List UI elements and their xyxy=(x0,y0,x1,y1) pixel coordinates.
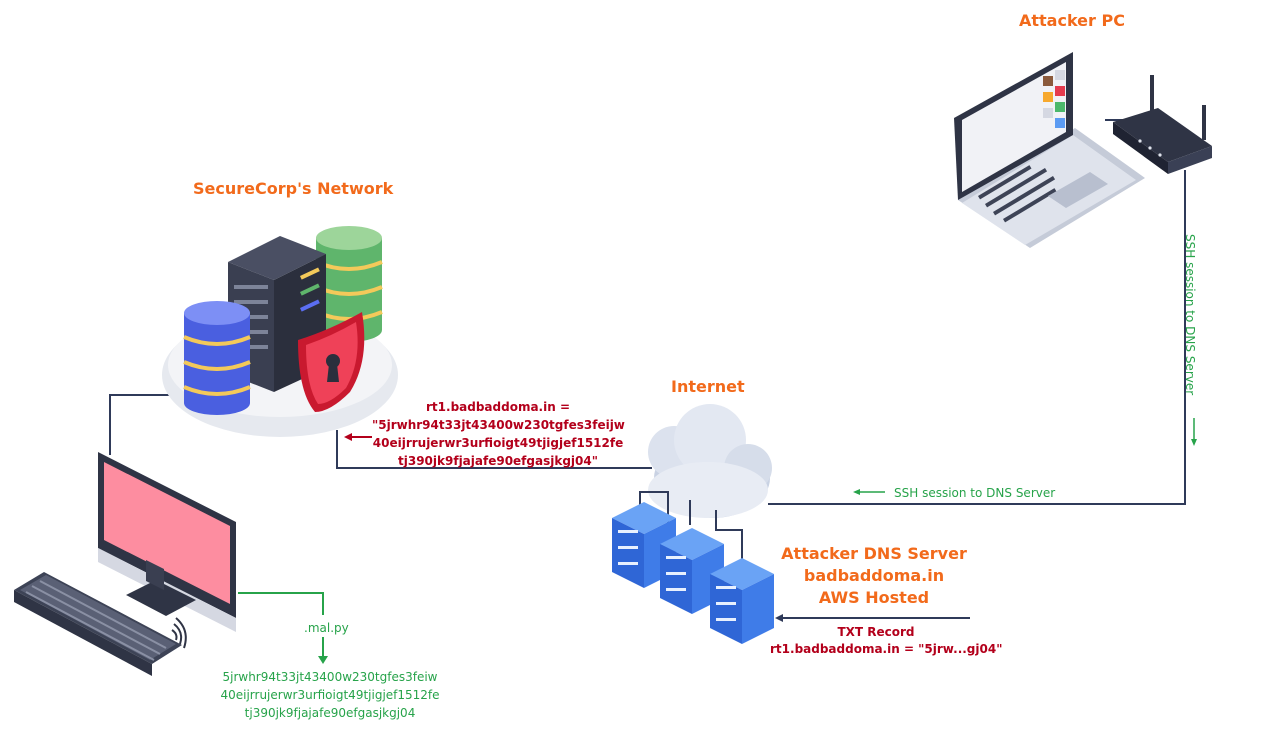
dns-query-text: rt1.badbaddoma.in = "5jrwhr94t33jt43400w… xyxy=(372,398,625,470)
router-icon xyxy=(1113,75,1212,174)
payload-line: 5jrwhr94t33jt43400w230tgfes3feiw xyxy=(222,670,438,684)
dns-query-line: "5jrwhr94t33jt43400w230tgfes3feijw xyxy=(372,418,625,432)
dns-server-3 xyxy=(710,558,774,644)
txt-record-value: rt1.badbaddoma.in = "5jrw...gj04" xyxy=(770,642,1003,656)
attacker-laptop-icon xyxy=(954,52,1145,248)
connector-lines xyxy=(109,119,1186,619)
dns-server-1 xyxy=(612,502,676,588)
dns-server-domain: badbaddoma.in xyxy=(803,566,945,585)
attacker-pc-title: Attacker PC xyxy=(1019,11,1125,30)
ssh-horizontal-arrow xyxy=(853,489,885,495)
keyboard-icon xyxy=(14,572,182,676)
txt-record-label: TXT Record rt1.badbaddoma.in = "5jrw...g… xyxy=(770,624,1003,658)
mal-script-line xyxy=(238,592,328,664)
payload-line: 40eijrrujerwr3urfioigt49tjigjef1512fe xyxy=(220,688,440,702)
internet-cloud-icon xyxy=(648,404,772,518)
internet-title: Internet xyxy=(671,377,745,396)
mal-script-label: .mal.py xyxy=(304,621,349,635)
query-arrow xyxy=(344,433,372,441)
payload-text: 5jrwhr94t33jt43400w230tgfes3feiw 40eijrr… xyxy=(208,668,452,722)
ssh-vertical-arrow xyxy=(1191,418,1197,446)
dns-server-title: Attacker DNS Server xyxy=(781,544,967,563)
ssh-session-label: SSH session to DNS Server xyxy=(894,486,1056,500)
wifi-icon xyxy=(171,617,187,649)
dns-query-line: 40eijrrujerwr3urfioigt49tjigjef1512fe xyxy=(372,436,624,450)
securecorp-network-icon xyxy=(162,226,398,437)
ssh-session-vertical-label: SSH session to DNS Server xyxy=(1183,234,1197,396)
dns-query-line: rt1.badbaddoma.in = xyxy=(426,400,570,414)
txt-record-arrow xyxy=(775,614,783,622)
dns-server-host: AWS Hosted xyxy=(818,588,930,607)
txt-record-title: TXT Record xyxy=(837,625,915,639)
dns-query-line: tj390jk9fjajafe90efgasjkgj04" xyxy=(398,454,598,468)
dns-servers-icon xyxy=(612,502,774,644)
payload-line: tj390jk9fjajafe90efgasjkgj04 xyxy=(244,706,416,720)
victim-desktop-icon xyxy=(98,452,236,632)
dns-server-label: Attacker DNS Server badbaddoma.in AWS Ho… xyxy=(776,543,972,609)
securecorp-network-title: SecureCorp's Network xyxy=(193,179,394,198)
